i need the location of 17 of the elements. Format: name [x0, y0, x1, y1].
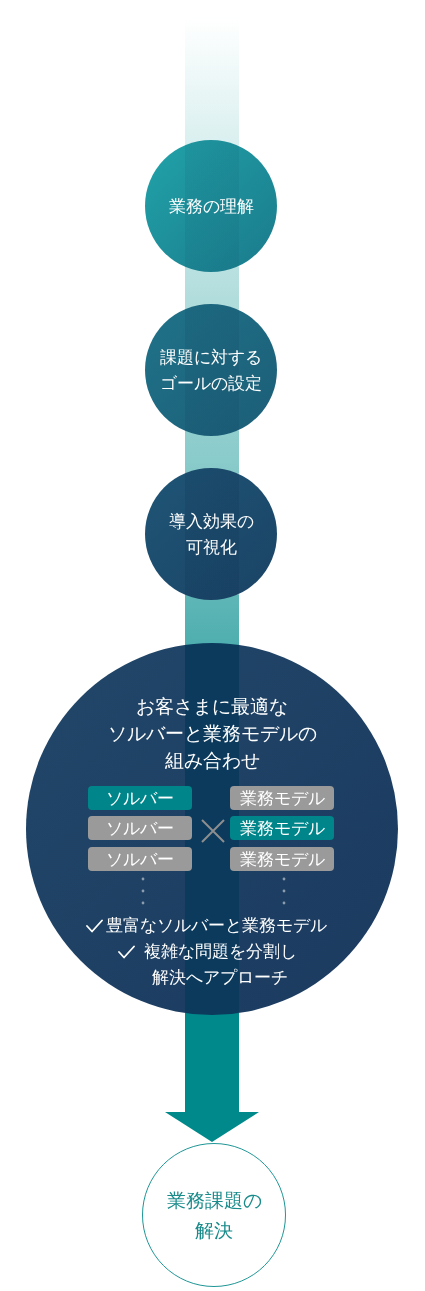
band-connector [185, 430, 239, 474]
check-item-text: 複雑な問題を分割し解決へアプローチ [142, 940, 298, 989]
check-item-text: 豊富なソルバーと業務モデル [106, 914, 327, 937]
step-label: 課題に対するゴールの設定 [159, 346, 263, 395]
model-tag: 業務モデル [230, 816, 334, 840]
step-label: 導入効果の可視化 [167, 510, 255, 559]
solver-tag: ソルバー [88, 786, 192, 810]
model-tag: 業務モデル [230, 786, 334, 810]
heading-text: お客さまに最適なソルバーと業務モデルの組み合わせ [106, 694, 318, 773]
step-label: 業務の理解 [167, 195, 255, 218]
band-connector [185, 594, 239, 645]
arrow [165, 1013, 259, 1142]
goal-label: 業務課題の解決 [165, 1188, 263, 1243]
band-connector [185, 266, 239, 310]
solver-tag: ソルバー [88, 816, 192, 840]
model-tag: 業務モデル [230, 847, 334, 871]
solver-tag: ソルバー [88, 847, 192, 871]
